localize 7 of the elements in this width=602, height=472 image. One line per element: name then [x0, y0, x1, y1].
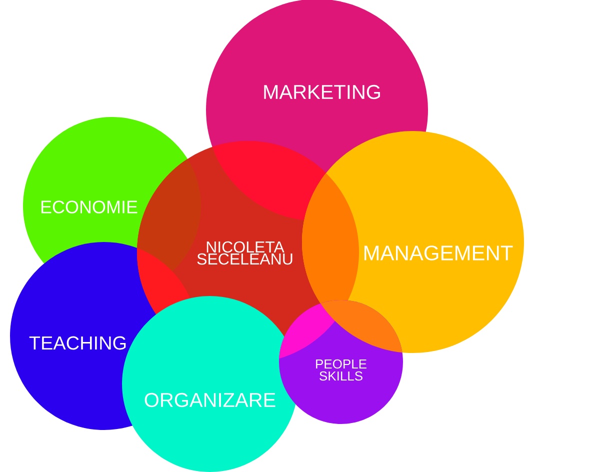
- circle-label: NICOLETA SECELEANU: [197, 241, 292, 265]
- circle-label: PEOPLE SKILLS: [316, 359, 366, 381]
- circle-label: TEACHING: [29, 336, 126, 350]
- circle-label: ORGANIZARE: [144, 392, 276, 408]
- circle-label: MARKETING: [264, 84, 380, 100]
- circle-label: MANAGEMENT: [364, 246, 513, 260]
- circle-label: ECONOMIE: [41, 200, 138, 214]
